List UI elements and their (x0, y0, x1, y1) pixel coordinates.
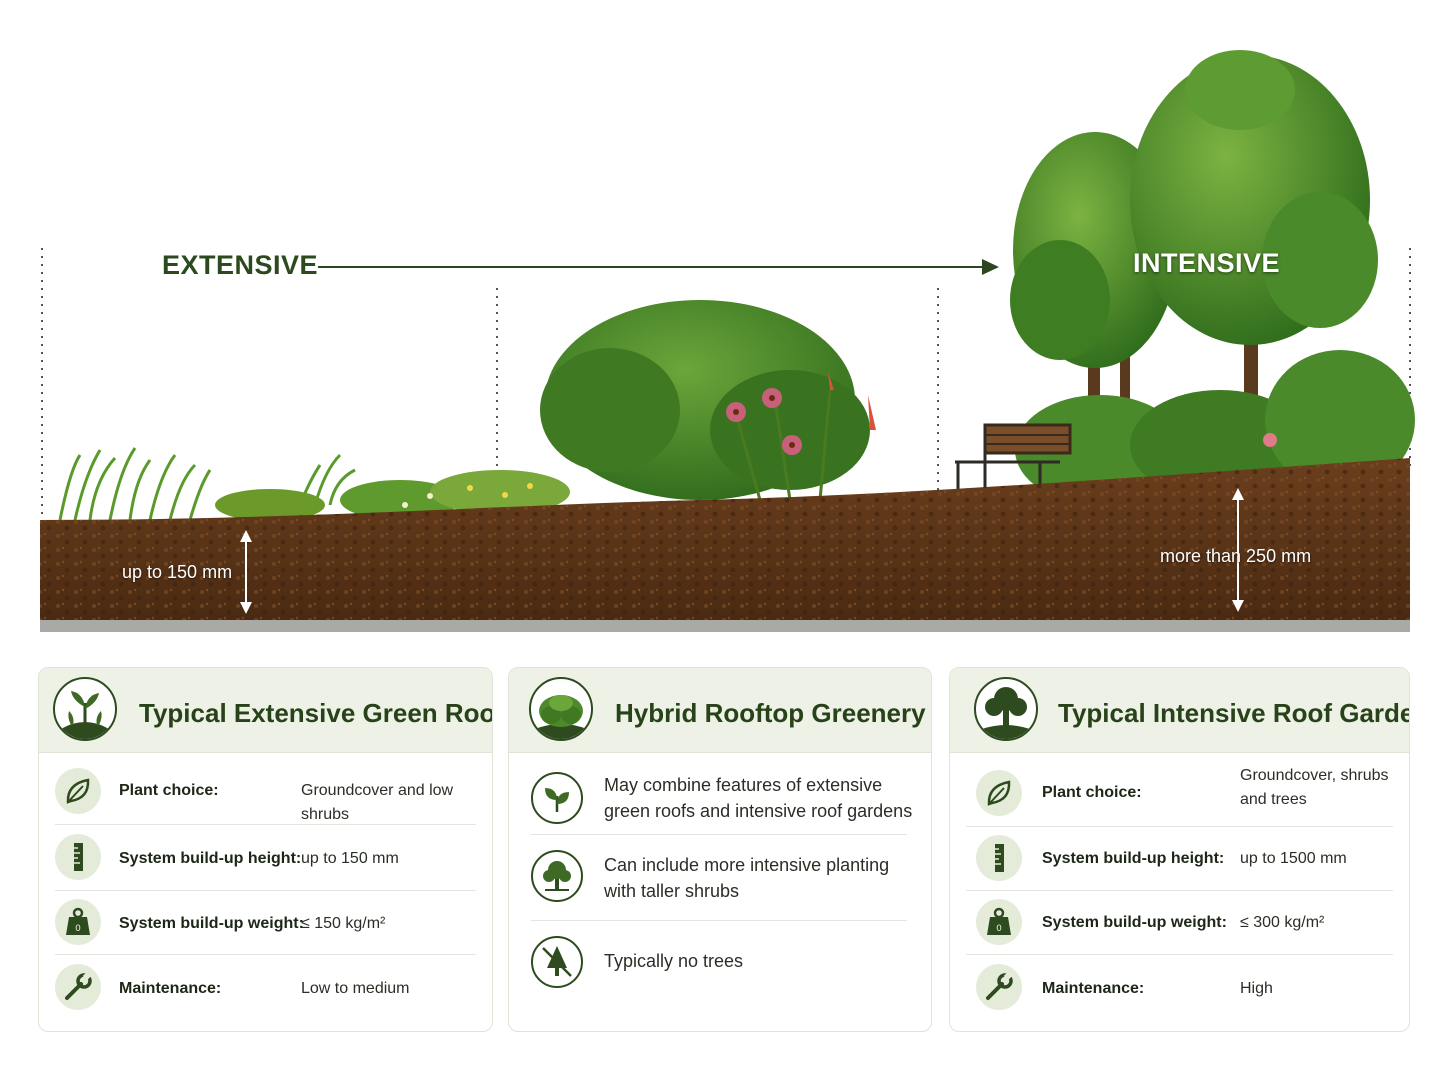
row-build-up-weight: 0 System build-up weight: ≤ 300 kg/m² (966, 890, 1393, 955)
row-label: System build-up height: (119, 850, 302, 867)
svg-text:0: 0 (996, 924, 1002, 934)
tree-icon (974, 677, 1038, 741)
card-title: Typical Extensive Green Roof (139, 698, 493, 728)
row-value: Groundcover, shrubs and trees (1240, 767, 1389, 808)
hybrid-row-text: Typically no trees (604, 951, 744, 971)
grasses (58, 447, 356, 521)
tree-icon (531, 850, 583, 902)
row-value: Groundcover and low shrubs (301, 782, 454, 823)
transition-arrow-line (318, 266, 986, 268)
row-value: High (1240, 980, 1273, 997)
arrow-right-icon (982, 259, 999, 275)
hybrid-row-text: Can include more intensive planting with… (604, 855, 890, 901)
extensive-card: Typical Extensive Green Roof Plant choic… (38, 667, 493, 1032)
card-title: Hybrid Rooftop Greenery (615, 698, 926, 728)
row-maintenance: Maintenance: High (966, 954, 1393, 1020)
leaf-icon (55, 768, 101, 814)
wrench-icon (976, 964, 1022, 1010)
weight-icon: 0 (55, 899, 101, 945)
hybrid-row-combine: May combine features of extensive green … (531, 762, 912, 835)
row-plant-choice: Plant choice: Groundcover and low shrubs (55, 762, 476, 825)
row-label: System build-up height: (1042, 850, 1225, 867)
roof-slab (40, 620, 1410, 632)
row-label: Maintenance: (119, 980, 222, 997)
row-label: System build-up weight: (119, 915, 304, 932)
flowers (726, 372, 1277, 501)
intensive-card: Typical Intensive Roof Garden Plant choi… (949, 667, 1410, 1032)
hybrid-row-planting: Can include more intensive planting with… (531, 834, 907, 921)
row-label: System build-up weight: (1042, 914, 1227, 931)
hybrid-row-no-trees: Typically no trees (531, 920, 907, 1010)
extensive-label: EXTENSIVE (162, 250, 319, 280)
row-maintenance: Maintenance: Low to medium (55, 954, 476, 1020)
card-header: Typical Intensive Roof Garden (950, 668, 1409, 753)
depth-intensive-label: more than 250 mm (1160, 546, 1312, 566)
roof-cross-section: EXTENSIVE INTENSIVE up to 150 mm more th… (40, 50, 1415, 632)
shrub-cluster (540, 300, 870, 500)
card-header: Typical Extensive Green Roof (39, 668, 492, 753)
weight-icon: 0 (976, 899, 1022, 945)
groundcover (215, 470, 570, 521)
row-value: ≤ 150 kg/m² (301, 915, 386, 932)
trees (1010, 50, 1378, 460)
roof-illustration (40, 50, 1415, 632)
row-build-up-height: System build-up height: up to 1500 mm (966, 826, 1393, 891)
ruler-icon (55, 834, 101, 880)
no-tree-icon (531, 936, 583, 988)
row-value: ≤ 300 kg/m² (1240, 914, 1325, 931)
sprout-icon (53, 677, 117, 741)
row-label: Maintenance: (1042, 980, 1145, 997)
row-label: Plant choice: (119, 782, 219, 799)
depth-extensive-label: up to 150 mm (122, 562, 233, 582)
row-build-up-weight: 0 System build-up weight: ≤ 150 kg/m² (55, 890, 476, 955)
row-plant-choice: Plant choice: Groundcover, shrubs and tr… (966, 762, 1393, 827)
row-value: Low to medium (301, 980, 410, 997)
svg-text:0: 0 (75, 924, 81, 934)
shrub-icon (529, 677, 593, 741)
bench-icon (955, 423, 1072, 498)
ruler-icon (976, 835, 1022, 881)
row-value: up to 1500 mm (1240, 850, 1347, 867)
wrench-icon (55, 964, 101, 1010)
card-header: Hybrid Rooftop Greenery (509, 668, 931, 753)
hybrid-row-text: May combine features of extensive green … (604, 775, 913, 821)
row-value: up to 150 mm (301, 850, 399, 867)
row-label: Plant choice: (1042, 784, 1142, 801)
hybrid-card: Hybrid Rooftop Greenery May combine feat… (508, 667, 932, 1032)
leaves-icon (531, 772, 583, 824)
leaf-icon (976, 770, 1022, 816)
row-build-up-height: System build-up height: up to 150 mm (55, 824, 476, 891)
card-title: Typical Intensive Roof Garden (1058, 698, 1410, 728)
depth-arrows (240, 488, 1244, 614)
intensive-label: INTENSIVE (1133, 248, 1281, 278)
